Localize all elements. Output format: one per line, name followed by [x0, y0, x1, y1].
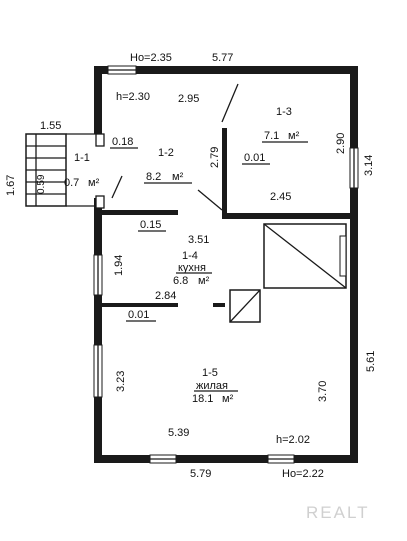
room-1-1-id: 1-1 — [74, 152, 90, 164]
partition-kitchen-stub — [213, 303, 225, 307]
room-1-2-unit: м² — [172, 171, 184, 183]
label-r13-width: 2.45 — [270, 191, 291, 203]
door-jamb-bottom — [95, 195, 105, 209]
label-h-room: h=2.30 — [116, 91, 150, 103]
window-south-1 — [149, 454, 177, 464]
window-north — [107, 65, 137, 75]
door-jamb-top — [95, 133, 105, 147]
partition-r12-r13 — [222, 128, 227, 218]
label-bottom-total: 5.79 — [190, 468, 211, 480]
label-partition-b: 0.01 — [128, 309, 149, 321]
label-kitchen-depth: 1.94 — [113, 255, 125, 276]
label-r12-depth: 2.79 — [209, 147, 221, 168]
door-swing-r11 — [111, 175, 123, 199]
door-swing-r12 — [197, 189, 223, 211]
label-h-bottom: h=2.02 — [276, 434, 310, 446]
label-r12-wall: 0.01 — [244, 152, 265, 164]
room-1-4-id: 1-4 — [182, 250, 198, 262]
porch-stairs — [25, 133, 98, 207]
room-1-2-id: 1-2 — [158, 147, 174, 159]
room-1-5-label: жилая — [196, 380, 228, 392]
room-1-3-id: 1-3 — [276, 106, 292, 118]
window-south-2 — [267, 454, 295, 464]
label-r15-east: 3.70 — [317, 381, 329, 402]
room-1-5-id: 1-5 — [202, 367, 218, 379]
window-west — [93, 254, 103, 398]
label-east-total: 5.61 — [365, 351, 377, 372]
wall-west-lower — [94, 198, 102, 463]
wall-east — [350, 66, 358, 463]
watermark: REALT — [306, 503, 370, 522]
label-r12-width: 2.95 — [178, 93, 199, 105]
wall-west-upper — [94, 66, 102, 134]
label-east-upper: 3.14 — [363, 155, 375, 176]
room-1-3-area: 7.1 — [264, 130, 279, 142]
label-r13-depth: 2.90 — [335, 133, 347, 154]
room-1-4-area: 6.8 — [173, 275, 188, 287]
wall-north — [94, 66, 358, 74]
label-porch-depth: 1.67 — [5, 175, 17, 196]
boiler-fixture — [229, 289, 261, 323]
room-1-1-area: 0.7 — [64, 177, 79, 189]
label-porch-width: 1.55 — [40, 120, 61, 132]
stove-fixture — [263, 223, 347, 289]
room-1-3-unit: м² — [288, 130, 300, 142]
label-ho-bottom: Ho=2.22 — [282, 468, 324, 480]
label-kitchen-width: 3.51 — [188, 234, 209, 246]
door-swing-r13 — [221, 83, 239, 123]
label-partition-a: 0.15 — [140, 219, 161, 231]
partition-r13-south — [222, 213, 354, 219]
room-1-4-label: кухня — [178, 262, 206, 274]
room-1-5-area: 18.1 — [192, 393, 213, 405]
label-partition-b-length: 2.84 — [155, 290, 176, 302]
label-door-wall: 0.18 — [112, 136, 133, 148]
room-1-1-unit: м² — [88, 177, 100, 189]
room-1-5-unit: м² — [222, 393, 234, 405]
label-r15-width: 5.39 — [168, 427, 189, 439]
label-top-total: 5.77 — [212, 52, 233, 64]
partition-kitchen — [98, 303, 178, 307]
label-r15-west: 3.23 — [115, 371, 127, 392]
wall-south — [94, 455, 358, 463]
room-1-2-area: 8.2 — [146, 171, 161, 183]
partition-vestibule — [98, 210, 178, 215]
label-porch-inner: 0.59 — [36, 174, 47, 194]
label-ho-top: Ho=2.35 — [130, 52, 172, 64]
room-1-4-unit: м² — [198, 275, 210, 287]
window-east — [349, 147, 359, 189]
